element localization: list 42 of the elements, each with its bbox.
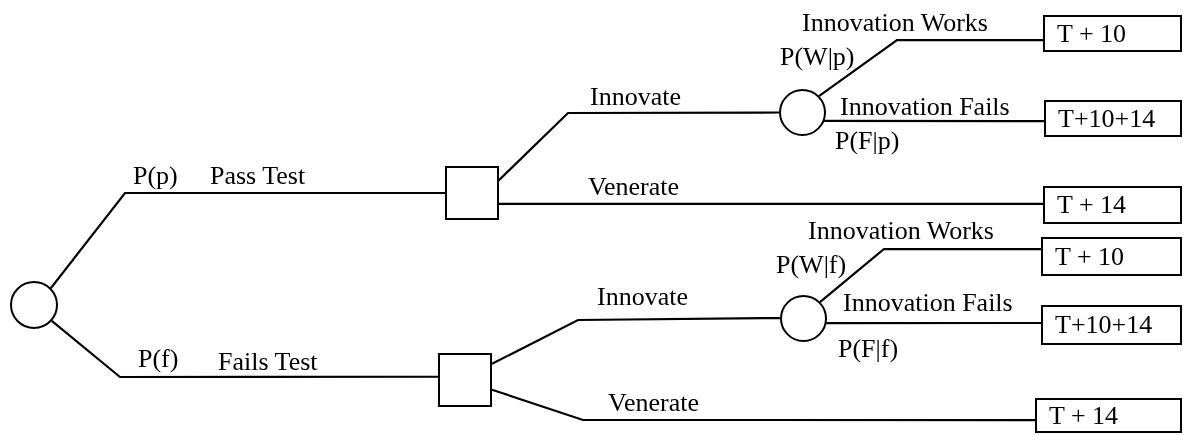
probability-label: P(W|p): [780, 44, 855, 70]
branch-label: Venerate: [608, 390, 699, 416]
branch-line: [49, 191, 445, 289]
outcome-box: [1043, 186, 1182, 224]
chance-node-circle: [10, 281, 58, 329]
probability-label: P(W|f): [776, 252, 847, 278]
outcome-value: T + 10: [1057, 20, 1127, 47]
branch-label: Innovation Fails: [840, 94, 1010, 120]
outcome-value: T + 10: [1055, 243, 1125, 270]
outcome-box: [1041, 305, 1182, 345]
branch-line: [491, 316, 780, 365]
branch-line: [819, 247, 1041, 303]
probability-label: P(F|p): [835, 128, 900, 154]
outcome-box: [1041, 237, 1182, 276]
branch-line: [826, 321, 1041, 325]
branch-label: Pass Test: [210, 163, 306, 189]
outcome-box: [1044, 100, 1182, 137]
probability-label: P(f): [138, 346, 179, 372]
branch-label: Innovate: [597, 284, 688, 310]
branch-label: Venerate: [588, 174, 679, 200]
branch-line: [824, 119, 1044, 123]
branch-label: Innovation Works: [808, 218, 994, 244]
branch-label: Fails Test: [218, 349, 318, 375]
probability-label: P(F|f): [838, 336, 899, 362]
outcome-value: T + 14: [1057, 192, 1127, 218]
decision-node-square: [445, 166, 499, 220]
branch-label: Innovate: [590, 84, 681, 110]
branch-line: [818, 38, 1043, 97]
chance-node-circle: [780, 295, 827, 342]
outcome-box: [1035, 398, 1182, 433]
outcome-value: T + 14: [1049, 402, 1119, 429]
branch-label: Innovation Fails: [843, 290, 1013, 316]
outcome-value: T+10+14: [1055, 312, 1153, 338]
chance-node-circle: [779, 89, 826, 136]
branch-line: [491, 388, 1035, 422]
probability-label: P(p): [133, 163, 178, 189]
outcome-box: [1043, 15, 1182, 52]
branch-label: Innovation Works: [802, 10, 988, 36]
decision-node-square: [438, 353, 492, 407]
outcome-value: T+10+14: [1058, 105, 1156, 132]
branch-line: [499, 202, 1043, 205]
branch-line: [51, 320, 438, 379]
